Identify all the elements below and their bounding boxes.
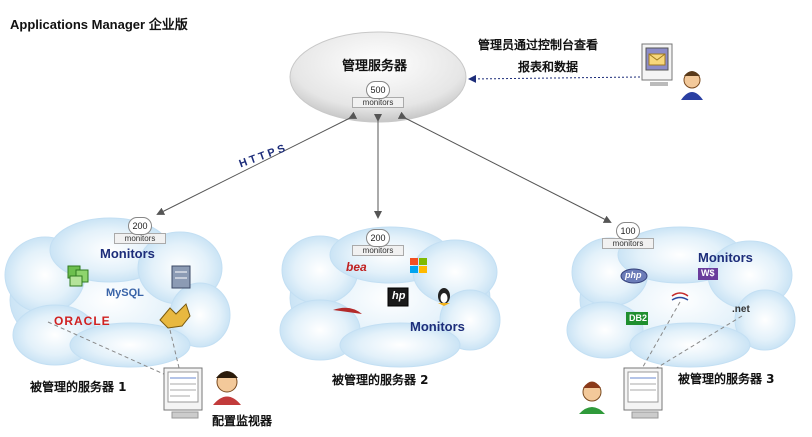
server1-monitors-heading: Monitors: [100, 246, 155, 261]
config-user-icon: [213, 371, 241, 405]
arrow-server-1: [156, 111, 358, 215]
server2-monitor-unit: monitors: [352, 245, 404, 256]
server1-monitor-badge: 200 monitors: [114, 214, 166, 244]
config-computer-icon: [163, 367, 203, 419]
dotnet-logo: .net: [732, 304, 750, 315]
server3-computer-icon: [623, 367, 663, 419]
bea-logo: bea: [346, 260, 367, 274]
db2-icon: [626, 312, 648, 325]
central-monitor-badge: 500 monitors: [352, 78, 404, 108]
server3-monitor-count: 100: [616, 222, 640, 240]
server3-name: 被管理的服务器 3: [678, 372, 775, 386]
central-server-name: 管理服务器: [342, 59, 408, 74]
java-feather-icon: [333, 307, 362, 314]
arrow-admin: [468, 74, 641, 83]
central-monitor-count: 500: [366, 81, 390, 99]
mysql-logo: MySQL: [106, 287, 144, 299]
server2-name: 被管理的服务器 2: [332, 373, 429, 387]
ws-logo: W$: [701, 268, 715, 278]
page-title: Applications Manager 企业版: [10, 17, 188, 32]
hp-logo: hp: [392, 290, 406, 302]
central-monitor-unit: monitors: [352, 97, 404, 108]
admin-computer-icon: [641, 43, 673, 86]
server3-monitor-badge: 100 monitors: [602, 219, 654, 249]
server-rack-icon: [171, 265, 191, 289]
server1-name: 被管理的服务器 1: [30, 380, 127, 394]
server3-monitors-heading: Monitors: [698, 250, 753, 265]
java-steam-icon: [671, 292, 689, 301]
admin-user-icon: [681, 71, 703, 100]
linux-icon: [438, 288, 450, 306]
windows-icon: [410, 258, 427, 273]
admin-text-line1: 管理员通过控制台查看: [478, 38, 599, 52]
dash-server-1b: [169, 329, 181, 373]
server2-monitors-heading: Monitors: [410, 319, 465, 334]
server2-monitor-badge: 200 monitors: [352, 226, 404, 256]
server1-monitor-unit: monitors: [114, 233, 166, 244]
server3-monitor-unit: monitors: [602, 238, 654, 249]
ws-icon: [698, 268, 718, 280]
config-monitor-label: 配置监视器: [212, 414, 273, 428]
server3-user-icon: [579, 381, 605, 414]
php-logo: php: [625, 270, 642, 280]
dash-server-3b: [649, 315, 743, 373]
server2-monitor-count: 200: [366, 229, 390, 247]
php-icon: [620, 268, 648, 284]
central-server-ellipse: [289, 31, 467, 123]
arrow-server-3: [397, 111, 612, 223]
db2-logo: DB2: [629, 313, 648, 323]
tomcat-icon: [159, 303, 191, 329]
cluster-icon: [67, 265, 89, 287]
dash-server-1a: [47, 321, 167, 376]
admin-text-line2: 报表和数据: [518, 60, 579, 74]
hp-icon: [387, 287, 409, 307]
oracle-logo: ORACLE: [54, 314, 111, 328]
server1-monitor-count: 200: [128, 217, 152, 235]
